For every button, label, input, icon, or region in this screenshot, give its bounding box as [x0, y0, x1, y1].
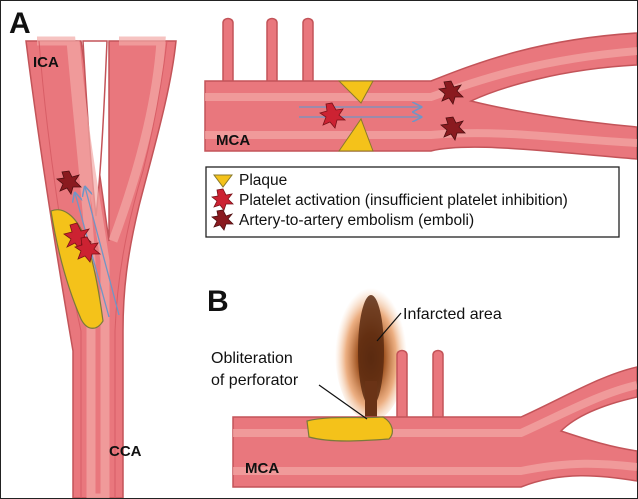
platelet-burst-icon: [319, 102, 347, 129]
cca-label: CCA: [109, 443, 142, 460]
mca-a-lumen-upper: [205, 47, 637, 101]
infarcted-area-label: Infarcted area: [403, 306, 502, 323]
legend-label-plaque: Plaque: [239, 172, 287, 189]
platelet-activation-icon: [211, 188, 234, 211]
obliteration-label-line1: Obliteration: [211, 350, 293, 367]
perforator-b2: [432, 349, 444, 417]
mca-plaque-top: [337, 80, 374, 104]
mca-b-lumen-lower: [233, 459, 637, 475]
occluded-perforator: [365, 381, 377, 417]
mca-b-wall: [232, 366, 637, 488]
embolus-icon: [438, 80, 464, 105]
mca-b-lumen-upper: [233, 381, 637, 437]
embolus-icon: [211, 209, 234, 231]
infarct-leader-line: [376, 312, 402, 342]
obliteration-leader-line: [318, 384, 368, 420]
ica-flow-arrow-2: [85, 187, 120, 316]
perforator-a1: [222, 17, 234, 81]
legend-label-embolism: Artery-to-artery embolism (emboli): [239, 212, 474, 229]
ica-lumen: [37, 36, 110, 498]
perforator-a3: [302, 17, 314, 81]
mca-b-label: MCA: [245, 460, 279, 477]
perforator-a2: [266, 17, 278, 81]
perforator-b1: [396, 349, 408, 417]
infarct-core: [358, 295, 384, 407]
panel-b-letter: B: [207, 285, 229, 318]
eca-lumen: [108, 36, 166, 243]
plaque-icon: [213, 174, 233, 188]
legend: Plaque Platelet activation (insufficient…: [205, 166, 620, 238]
panel-a-letter: A: [9, 7, 31, 40]
mca-plaque-bottom: [338, 117, 374, 152]
embolus-icon: [56, 170, 82, 195]
perforator-plaque: [306, 416, 393, 442]
legend-box: [205, 166, 620, 238]
mca-perforator-occlusion: [232, 281, 637, 488]
mca-a-label: MCA: [216, 132, 250, 149]
eca-inner-line: [114, 40, 168, 498]
legend-label-platelet-activation: Platelet activation (insufficient platel…: [239, 192, 568, 209]
mca-stenosis: [204, 17, 637, 160]
platelet-burst-icon: [74, 236, 102, 263]
ica-label: ICA: [33, 54, 59, 71]
ica-inner-line: [38, 40, 82, 498]
carotid-bifurcation: [25, 36, 177, 498]
obliteration-label-line2: of perforator: [211, 372, 299, 389]
embolus-icon: [440, 116, 466, 141]
